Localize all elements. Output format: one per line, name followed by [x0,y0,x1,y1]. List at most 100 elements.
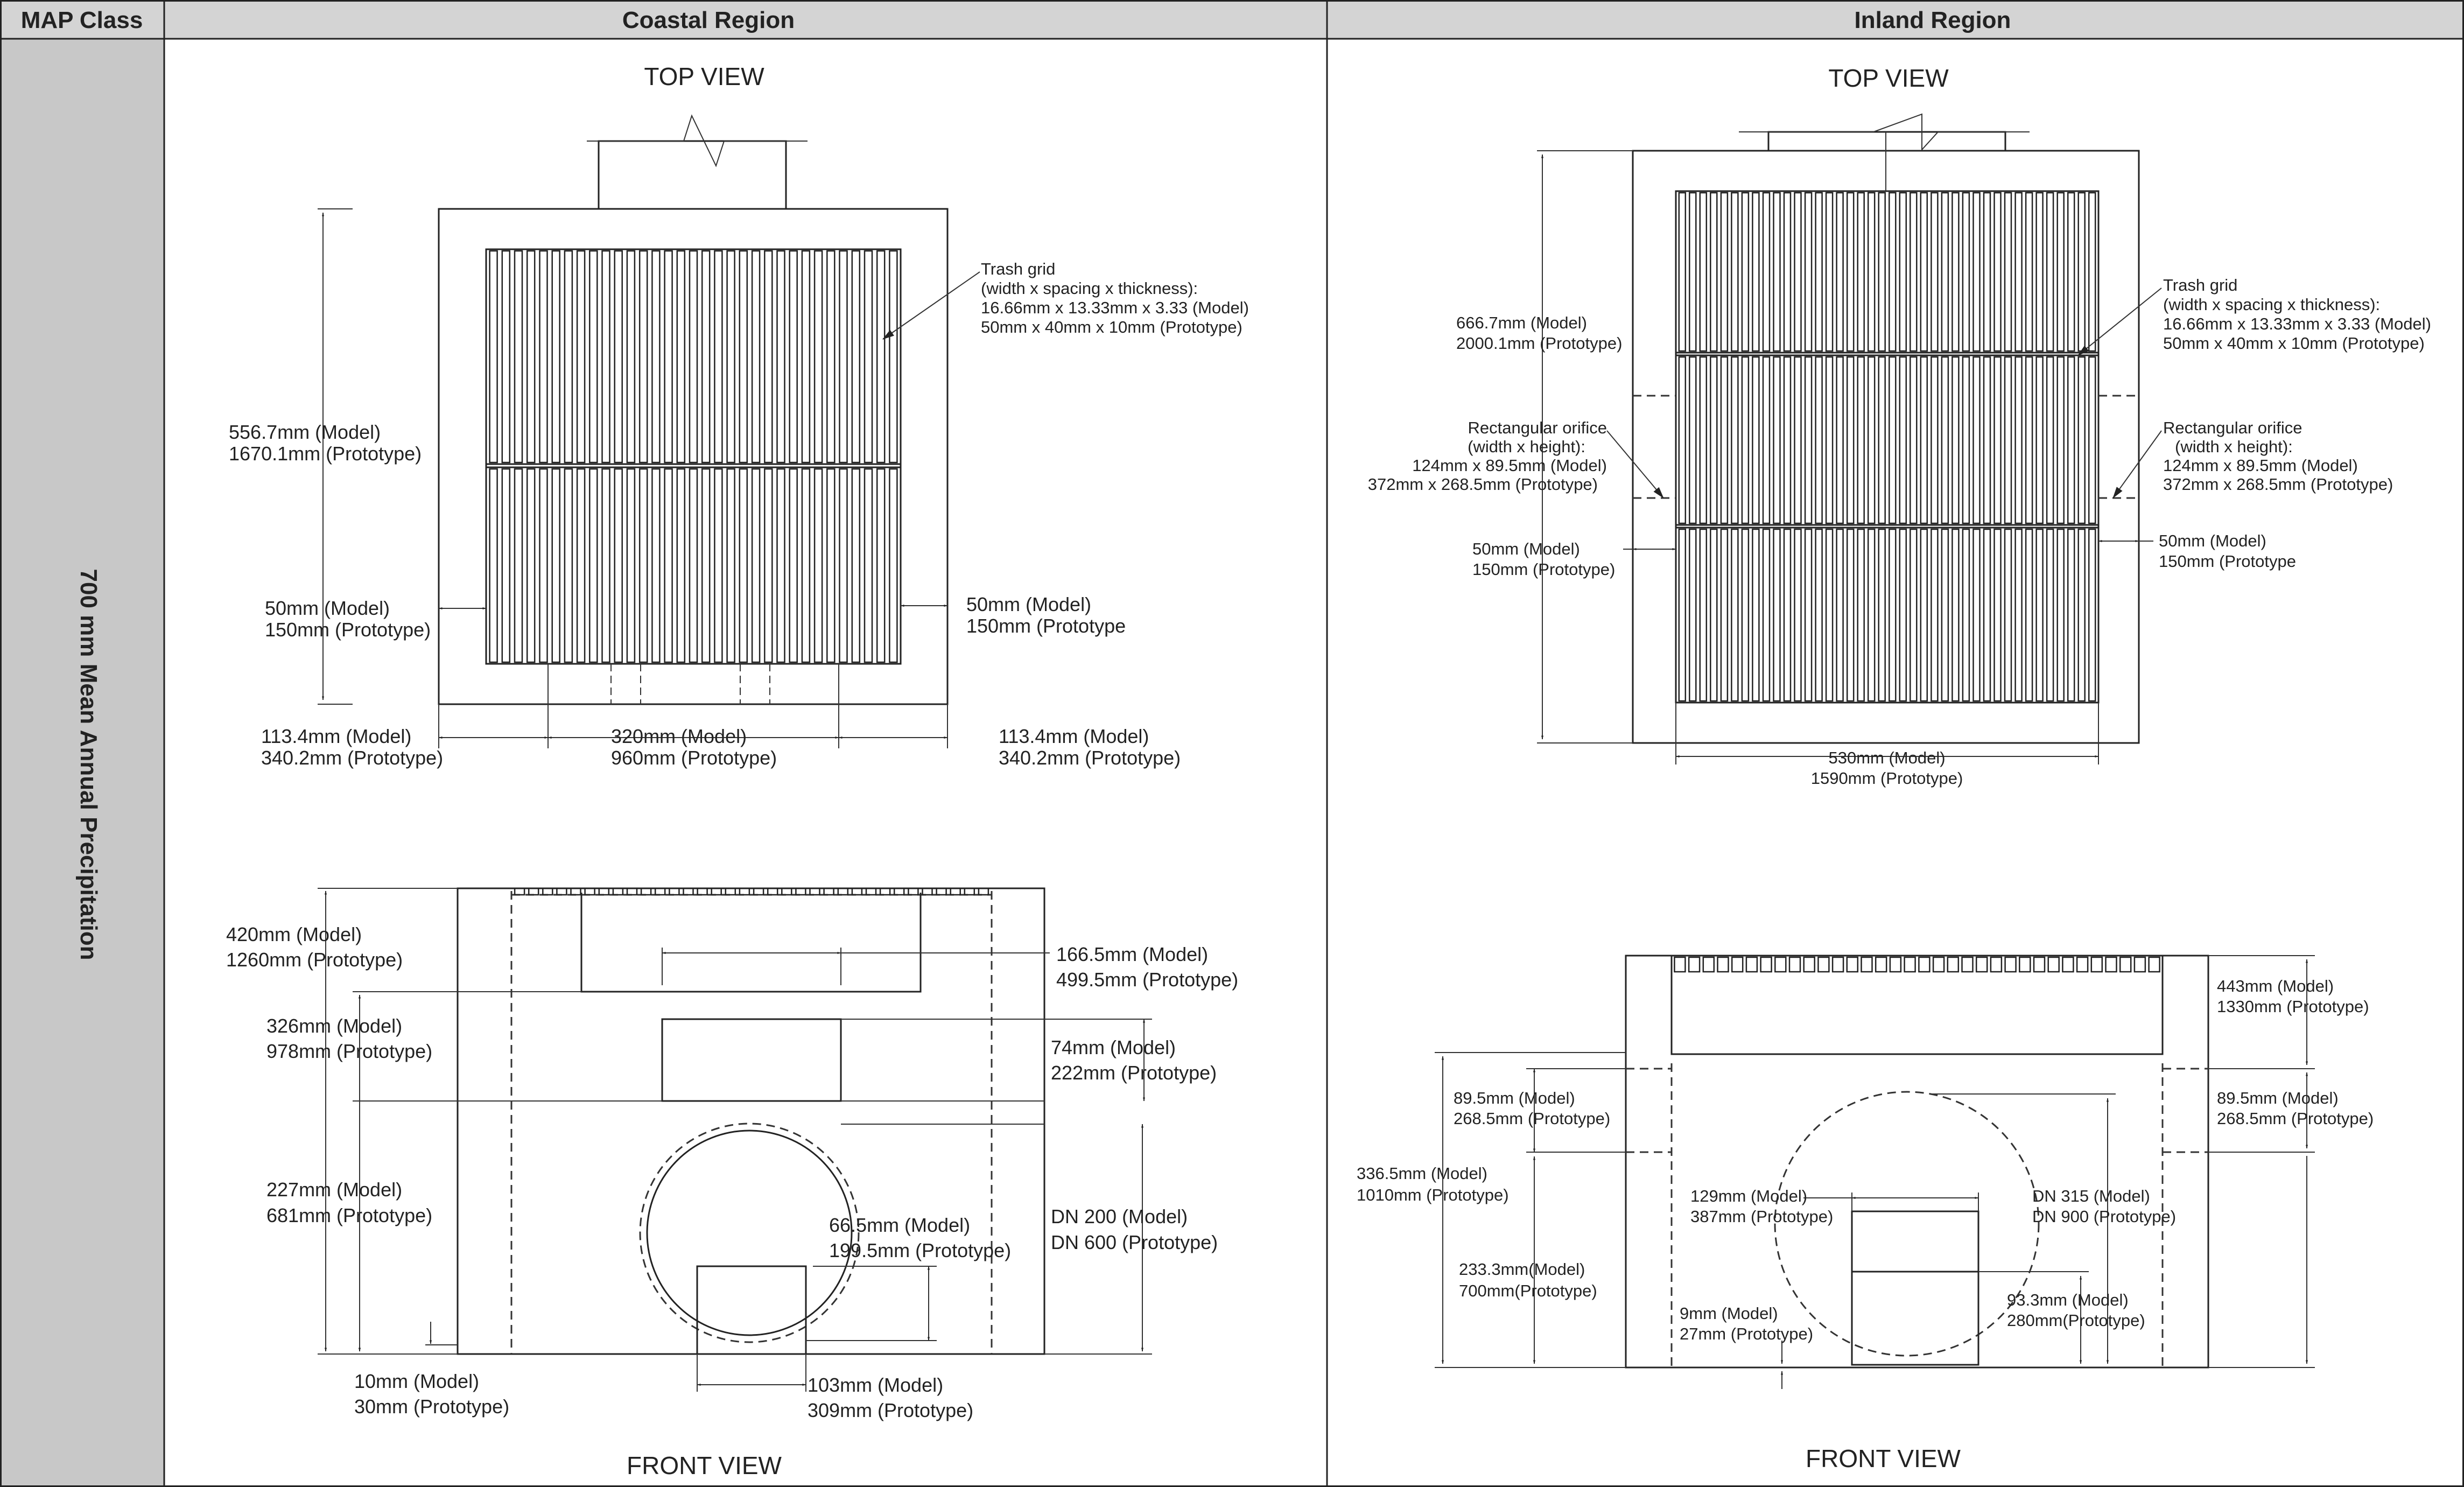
grid-bar [764,250,773,464]
grid-bar [626,887,638,896]
row-label-map-class: 700 mm Mean Annual Precipitation [75,569,102,960]
header-inland-region: Inland Region [1855,7,2011,33]
inland-wall-left-model: 50mm (Model) [1472,539,1580,558]
grid-bar [801,468,811,663]
grid-bar [2077,356,2086,524]
grid-bar [528,887,539,896]
grid-bar [2062,956,2074,973]
grid-bar [2046,192,2054,352]
grid-bar [753,887,764,896]
inland-orifice-right-title: Rectangular orifice [2163,418,2302,437]
grid-bar [651,468,661,663]
grid-bar [1689,192,1697,352]
grid-bar [823,887,834,896]
coastal-trash-grid-frame [485,248,902,665]
grid-bar [551,250,560,464]
grid-bar [1857,356,1865,524]
coastal-pipe-inner [646,1130,853,1336]
grid-bar [669,887,680,896]
grid-bar [1878,192,1886,352]
grid-bar [2025,356,2033,524]
grid-bar [781,887,792,896]
grid-bar [1899,528,1907,702]
coastal-front-body [457,887,1045,1355]
grid-bar [1762,192,1771,352]
grid-bar [489,250,498,464]
grid-bar [1993,192,2002,352]
grid-bar [726,468,735,663]
grid-bar [795,887,806,896]
grid-bar [813,468,823,663]
grid-bar [2076,956,2089,973]
grid-bar [598,887,610,896]
inland-wall-right-prototype: 150mm (Prototype [2159,552,2296,571]
grid-bar [1702,956,1715,973]
grid-bar [1794,528,1802,702]
inland-front-view: 336.5mm (Model) 1010mm (Prototype) 89.5m… [1357,955,2374,1472]
grid-bar [1815,356,1823,524]
grid-bar [2067,192,2075,352]
grid-bar [2046,356,2054,524]
grid-bar [889,250,898,464]
grid-bar [908,887,919,896]
grid-bar [1720,356,1729,524]
coastal-dn-model: DN 200 (Model) [1051,1205,1188,1228]
grid-bar [501,250,511,464]
inland-top-view: TOP VIEW 666.7mm (Model) 2000.1mm (Proto… [1368,64,2431,788]
grid-bar [542,887,553,896]
inland-wall-right-model: 50mm (Model) [2159,531,2266,550]
grid-bar [2035,356,2044,524]
grid-bar [1731,956,1744,973]
grid-bar [1678,528,1687,702]
coastal-wall-left-prototype: 150mm (Prototype) [265,619,431,641]
grid-bar [1932,956,1945,973]
inland-d89-right-prototype: 268.5mm (Prototype) [2217,1109,2374,1128]
grid-bar [1825,192,1834,352]
grid-bar [1972,192,1981,352]
grid-bar [1836,528,1844,702]
grid-bar [864,250,873,464]
grid-bar [2090,956,2103,973]
grid-bar [1961,956,1974,973]
inland-d89-left-prototype: 268.5mm (Prototype) [1454,1109,1610,1128]
grid-bar [1861,956,1873,973]
grid-bar [826,468,836,663]
grid-bar [1710,528,1718,702]
grid-bar [1899,356,1907,524]
inland-d129-model: 129mm (Model) [1690,1187,1807,1205]
grid-bar [789,468,798,663]
coastal-d326-prototype: 978mm (Prototype) [266,1040,432,1062]
inland-front-grid [1674,956,2160,973]
grid-bar [2019,956,2031,973]
inland-height-prototype: 2000.1mm (Prototype) [1456,334,1622,353]
coastal-trash-grid-model: 16.66mm x 13.33mm x 3.33 (Model) [981,298,1249,317]
grid-bar [1941,192,1949,352]
grid-bar [2004,528,2012,702]
grid-bar [1717,956,1729,973]
inland-pipe [1774,1091,2040,1357]
header-map-class: MAP Class [21,7,143,33]
grid-bar [2105,956,2117,973]
grid-bar [1962,356,1970,524]
grid-bar [2025,528,2033,702]
grid-bar [1836,356,1844,524]
grid-bar [1783,528,1792,702]
grid-bar [1889,528,1897,702]
grid-bar [1731,356,1739,524]
coastal-top-view-title: TOP VIEW [644,62,764,90]
grid-bar [851,887,863,896]
inland-orifice-right-model: 124mm x 89.5mm (Model) [2163,456,2358,475]
grid-bar [1972,528,1981,702]
grid-bar [683,887,694,896]
inland-width-prototype: 1590mm (Prototype) [1811,769,1963,788]
grid-bar [813,250,823,464]
grid-bar [1762,356,1771,524]
grid-bar [1760,956,1772,973]
grid-bar [776,468,785,663]
grid-bar [1951,192,1960,352]
grid-bar [767,887,778,896]
grid-bar [1710,192,1718,352]
grid-bar [889,468,898,663]
grid-bar [551,468,560,663]
grid-bar [564,468,573,663]
